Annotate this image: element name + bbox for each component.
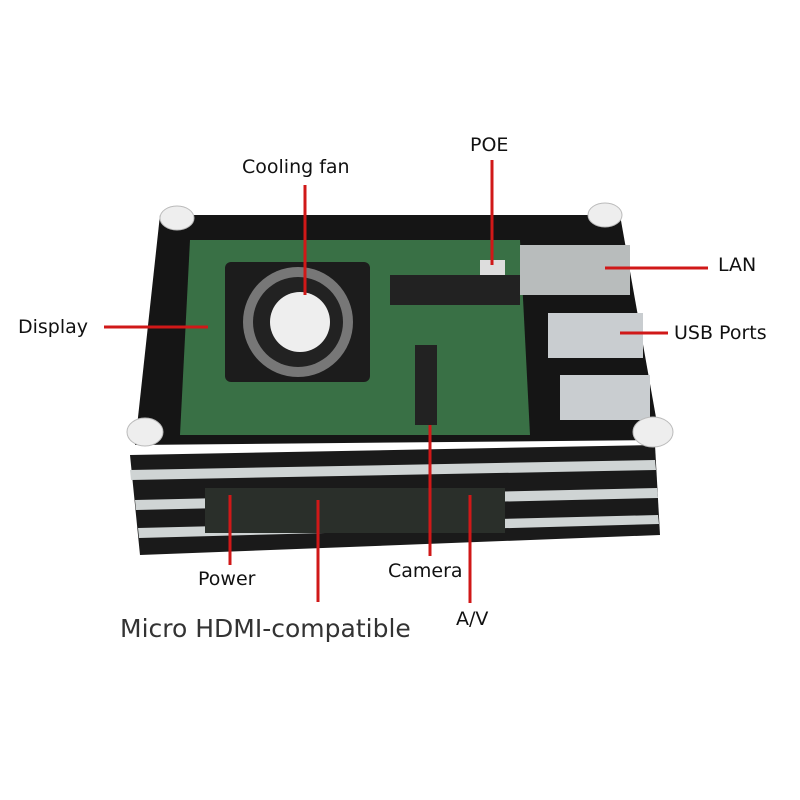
label-usb-ports: USB Ports: [674, 322, 767, 344]
lan-port: [520, 245, 630, 295]
camera-connector: [415, 345, 437, 425]
label-camera: Camera: [388, 560, 463, 582]
label-micro-hdmi: Micro HDMI-compatible: [120, 614, 411, 643]
label-lan: LAN: [718, 254, 757, 276]
label-poe: POE: [470, 134, 509, 156]
usb-port: [548, 313, 643, 358]
usb-port: [560, 375, 650, 420]
standoffs: [126, 202, 674, 448]
case-layers: [130, 445, 660, 555]
label-display: Display: [18, 316, 89, 338]
callout-lines: [104, 160, 708, 603]
cooling-fan: [225, 262, 370, 382]
label-av: A/V: [456, 608, 489, 630]
label-cooling-fan: Cooling fan: [242, 156, 350, 178]
label-power: Power: [198, 568, 256, 590]
